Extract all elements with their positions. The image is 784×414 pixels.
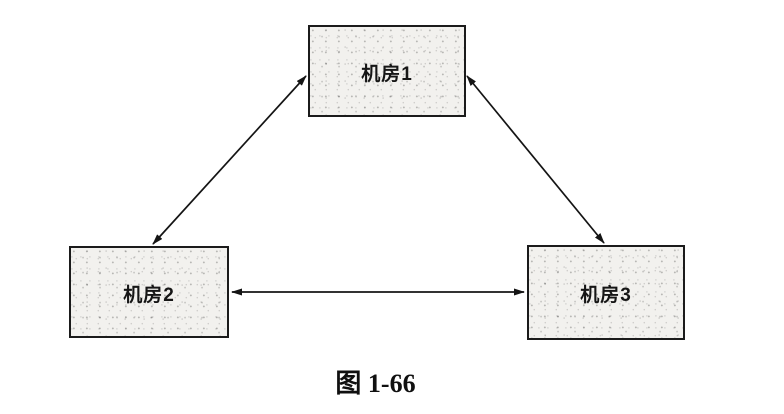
node-room1-label: 机房1 — [361, 63, 413, 85]
node-room3: 机房3 — [527, 245, 685, 340]
node-room2: 机房2 — [69, 246, 229, 338]
node-room2-label: 机房2 — [123, 284, 175, 306]
node-room1: 机房1 — [308, 25, 466, 117]
edge-room1-room3 — [466, 75, 605, 244]
figure-caption: 图 1-66 — [335, 369, 416, 398]
node-room3-label: 机房3 — [580, 285, 632, 306]
edge-room1-room2 — [152, 75, 307, 245]
